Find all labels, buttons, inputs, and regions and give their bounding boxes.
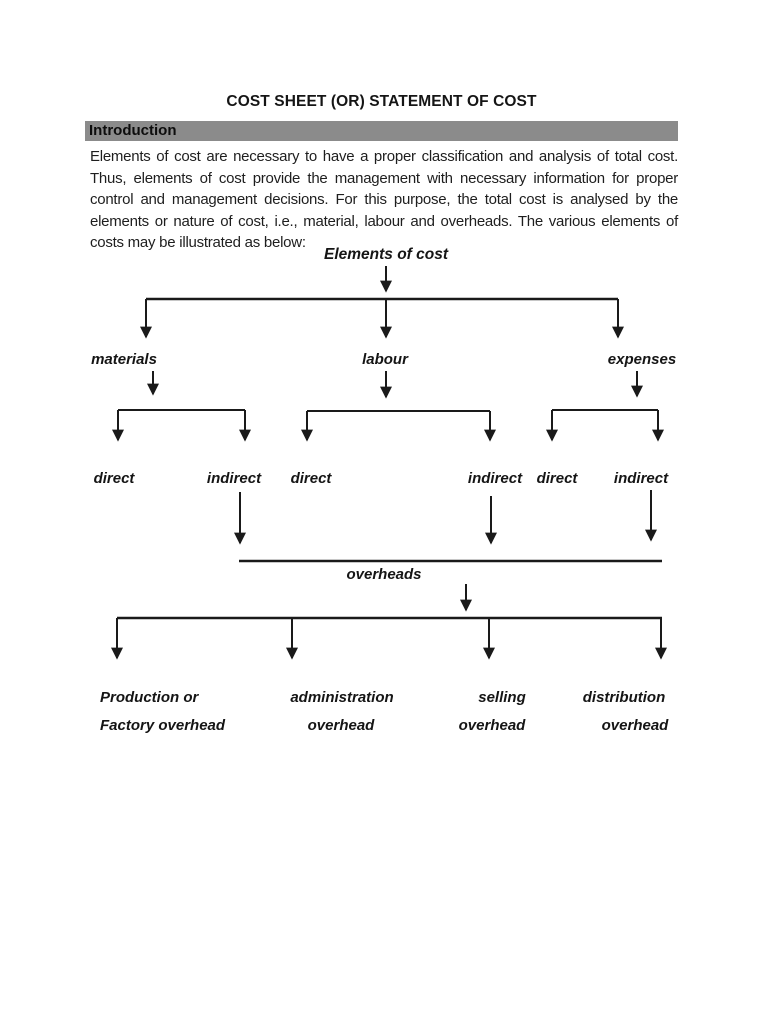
node-expenses-indirect: indirect bbox=[613, 470, 669, 487]
node-materials: materials bbox=[91, 351, 157, 368]
node-expenses-direct: direct bbox=[536, 470, 578, 487]
page-title: COST SHEET (OR) STATEMENT OF COST bbox=[226, 93, 537, 110]
diagram-connectors bbox=[111, 266, 667, 660]
intro-paragraph: Elements of cost are necessary to have a… bbox=[90, 148, 678, 252]
node-elements-of-cost: Elements of cost bbox=[323, 246, 449, 263]
node-materials-indirect: indirect bbox=[206, 470, 262, 487]
node-selling-overhead-line1: selling bbox=[478, 689, 526, 706]
node-production-overhead-line1: Production or bbox=[100, 689, 199, 706]
section-heading: Introduction bbox=[89, 122, 177, 139]
node-administration-overhead-line2: overhead bbox=[307, 717, 375, 734]
node-labour-direct: direct bbox=[290, 470, 332, 487]
node-administration-overhead-line1: administration bbox=[290, 689, 394, 706]
node-production-overhead-line2: Factory overhead bbox=[100, 717, 226, 734]
node-distribution-overhead-line2: overhead bbox=[601, 717, 669, 734]
node-overheads: overheads bbox=[346, 566, 422, 583]
section-heading-bar: Introduction bbox=[85, 121, 678, 141]
node-distribution-overhead-line1: distribution bbox=[582, 689, 666, 706]
node-labour-indirect: indirect bbox=[467, 470, 523, 487]
node-labour: labour bbox=[362, 351, 408, 368]
node-materials-direct: direct bbox=[93, 470, 135, 487]
node-selling-overhead-line2: overhead bbox=[458, 717, 526, 734]
node-expenses: expenses bbox=[607, 351, 677, 368]
